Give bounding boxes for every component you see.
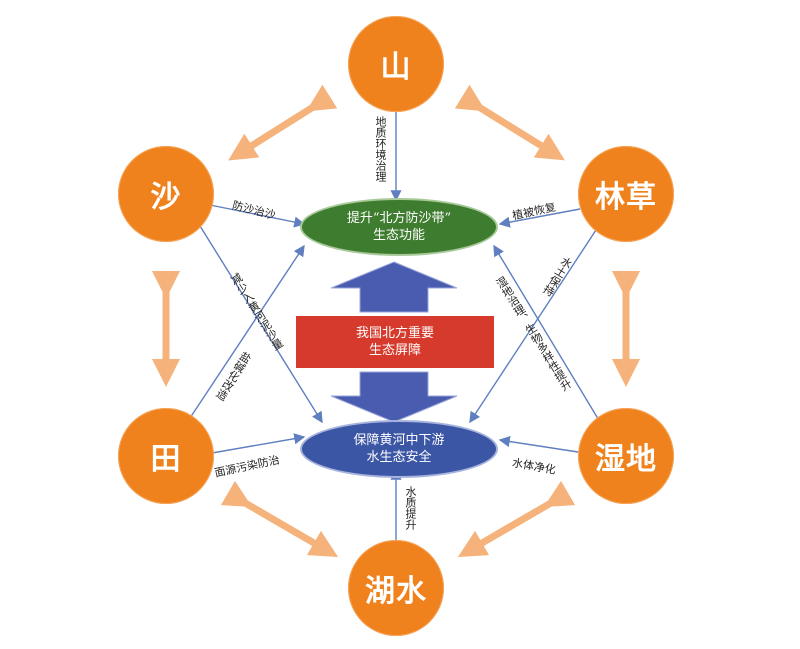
link-sand-top bbox=[209, 204, 306, 228]
link-sand-bottom bbox=[199, 225, 323, 424]
link-forest-bottom bbox=[469, 229, 597, 424]
bottom-goal-line1: 保障黄河中下游 bbox=[353, 433, 445, 448]
core-barrier-box: 我国北方重要 生态屏障 bbox=[296, 316, 494, 368]
up-block-arrow bbox=[330, 261, 458, 313]
core-barrier-line2: 生态屏障 bbox=[368, 343, 421, 358]
top-goal-ellipse: 提升“北方防沙带” 生态功能 bbox=[300, 198, 498, 256]
label-geology: 地质环境治理 bbox=[374, 116, 387, 182]
label-water-quality: 水质提升 bbox=[404, 486, 417, 530]
ring-arrow-mountain-sand bbox=[228, 84, 338, 161]
top-goal-line2: 生态功能 bbox=[372, 228, 425, 243]
ring-arrow-wetland-lake bbox=[457, 480, 576, 558]
node-lake-water: 湖水 bbox=[348, 540, 444, 636]
link-wetland-bottom bbox=[498, 435, 579, 453]
core-barrier-line1: 我国北方重要 bbox=[355, 326, 434, 341]
node-forest-grass: 林草 bbox=[578, 146, 674, 242]
node-wetland: 湿地 bbox=[578, 408, 674, 504]
link-forest-top bbox=[498, 208, 581, 228]
ring-arrow-farmland-lake bbox=[220, 480, 339, 558]
link-farmland-bottom bbox=[211, 433, 306, 454]
node-sand: 沙 bbox=[118, 146, 214, 242]
top-goal-line1: 提升“北方防沙带” bbox=[346, 211, 452, 226]
ring-arrow-mountain-forest bbox=[454, 84, 565, 161]
down-block-arrow bbox=[330, 371, 458, 423]
node-mountain: 山 bbox=[348, 16, 444, 112]
bottom-goal-line2: 水生态安全 bbox=[366, 450, 432, 465]
bottom-goal-ellipse: 保障黄河中下游 水生态安全 bbox=[300, 420, 498, 478]
link-wetland-top bbox=[493, 244, 601, 423]
link-farmland-top bbox=[189, 244, 305, 419]
node-farmland: 田 bbox=[118, 408, 214, 504]
